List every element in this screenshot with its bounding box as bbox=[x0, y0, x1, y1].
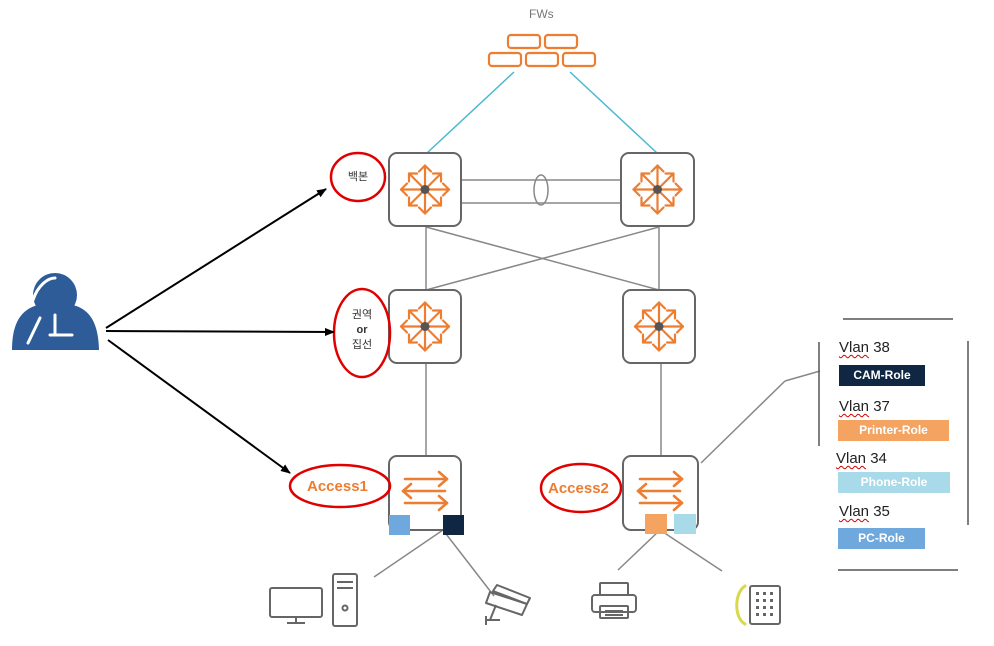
fw-link-right bbox=[569, 71, 658, 154]
port-pc bbox=[389, 515, 410, 535]
distribution-router-left[interactable] bbox=[388, 289, 462, 364]
access2-label: Access2 bbox=[548, 480, 609, 497]
phone-role-badge: Phone-Role bbox=[838, 472, 950, 493]
access1-label: Access1 bbox=[307, 478, 368, 495]
vlan-35-number: 35 bbox=[869, 503, 890, 520]
phone-icon bbox=[735, 584, 781, 626]
access2-ellipse bbox=[539, 462, 623, 514]
vlan-34-number: 34 bbox=[866, 450, 887, 467]
firewall-label: FWs bbox=[529, 7, 554, 21]
distribution-label-line3: 집선 bbox=[351, 339, 373, 351]
camera-icon bbox=[485, 584, 531, 625]
port-camera bbox=[443, 515, 464, 535]
printer-icon bbox=[591, 582, 637, 619]
network-links bbox=[373, 174, 821, 597]
distribution-label-line2: or bbox=[356, 324, 368, 336]
cam-role-badge: CAM-Role bbox=[839, 365, 925, 386]
admin-arrows bbox=[105, 188, 335, 474]
pc-role-badge: PC-Role bbox=[838, 528, 925, 549]
access1-ellipse bbox=[288, 463, 392, 509]
vlan-38-label: Vlan 38 bbox=[839, 339, 890, 356]
core-router-left[interactable] bbox=[388, 152, 462, 227]
vlan-35-label: Vlan 35 bbox=[839, 503, 890, 520]
vlan-37-label: Vlan 37 bbox=[839, 398, 890, 415]
port-phone bbox=[674, 514, 696, 534]
firewall-icon bbox=[487, 33, 597, 68]
distribution-label: 권역 or 집선 bbox=[336, 308, 388, 353]
vlan-37-number: 37 bbox=[869, 398, 890, 415]
vlan-37-word: Vlan bbox=[839, 398, 870, 415]
vlan-34-word: Vlan bbox=[836, 450, 867, 467]
vlan-38-word: Vlan bbox=[839, 339, 870, 356]
admin-user-icon bbox=[12, 273, 99, 350]
distribution-label-line1: 권역 bbox=[351, 309, 373, 321]
pc-icon bbox=[269, 573, 358, 627]
distribution-router-right[interactable] bbox=[622, 289, 696, 364]
backbone-label: 백본 bbox=[347, 171, 369, 183]
port-printer bbox=[645, 514, 667, 534]
printer-role-badge: Printer-Role bbox=[838, 420, 949, 441]
access-switch-1[interactable] bbox=[388, 455, 462, 531]
backbone-ellipse bbox=[329, 151, 387, 203]
vlan-35-word: Vlan bbox=[839, 503, 870, 520]
vlan-34-label: Vlan 34 bbox=[836, 450, 887, 467]
vlan-38-number: 38 bbox=[869, 339, 890, 356]
fw-link-left bbox=[426, 71, 515, 154]
core-router-right[interactable] bbox=[620, 152, 695, 227]
